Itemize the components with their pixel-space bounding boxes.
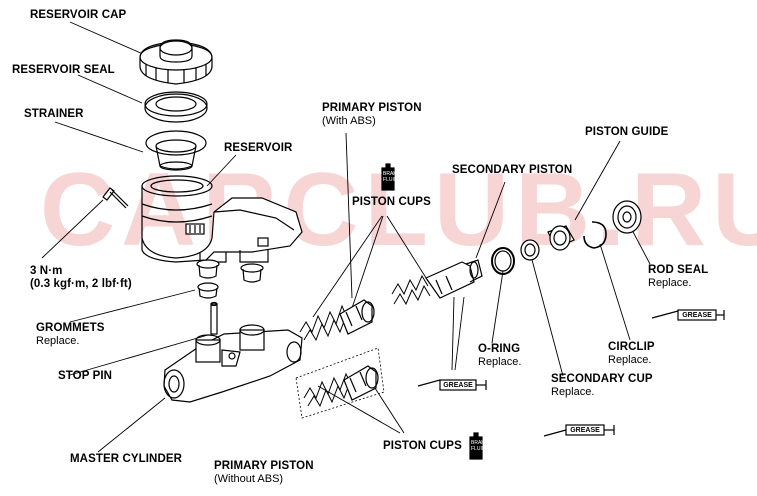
grommets-part	[196, 259, 264, 299]
label-text: MASTER CYLINDER	[70, 453, 183, 465]
strainer-part	[145, 130, 207, 171]
label-stop-pin: STOP PIN	[58, 370, 112, 383]
label-text: STRAINER	[24, 108, 84, 120]
bolt-part	[102, 187, 129, 209]
label-text: RESERVOIR SEAL	[12, 64, 115, 76]
rod-seal-part	[612, 200, 642, 234]
label-text: 3 N·m	[30, 265, 63, 277]
brake-fluid-bottle-1-text: BRAKE FLUID	[383, 171, 400, 183]
label-note: (With ABS)	[322, 115, 376, 127]
grease-tube-1	[417, 379, 487, 391]
label-note: Replace.	[648, 277, 692, 289]
label-text: STOP PIN	[58, 370, 113, 382]
label-grommets: GROMMETS Replace.	[36, 322, 105, 348]
label-text: PISTON CUPS	[383, 440, 462, 452]
label-note: Replace.	[608, 354, 652, 366]
label-reservoir-cap: RESERVOIR CAP	[30, 9, 126, 22]
label-master-cylinder: MASTER CYLINDER	[70, 453, 182, 466]
label-rod-seal: ROD SEAL Replace.	[648, 264, 708, 290]
label-text: SECONDARY PISTON	[452, 164, 573, 176]
label-strainer: STRAINER	[24, 108, 84, 121]
leader-lines	[41, 21, 651, 453]
label-subtext: (0.3 kgf·m, 2 lbf·ft)	[30, 278, 132, 290]
label-text: PRIMARY PISTON	[214, 460, 314, 472]
label-text: PISTON CUPS	[352, 196, 431, 208]
label-text: SECONDARY CUP	[551, 373, 653, 385]
label-reservoir: RESERVOIR	[224, 142, 292, 155]
grease-label-2: GREASE	[682, 312, 712, 319]
label-secondary-cup: SECONDARY CUP Replace.	[551, 373, 653, 399]
bottle-text-line: FLUID	[471, 446, 486, 452]
secondary-cup-part	[520, 239, 540, 261]
brake-fluid-bottle-2	[469, 432, 483, 460]
label-circlip: CIRCLIP Replace.	[608, 341, 655, 367]
label-piston-guide: PISTON GUIDE	[585, 126, 668, 139]
circlip-part	[583, 221, 607, 249]
label-text: CIRCLIP	[608, 341, 655, 353]
o-ring-part	[491, 247, 515, 275]
label-note: (Without ABS)	[214, 473, 284, 485]
grease-tube-3	[543, 424, 615, 437]
stop-pin-part	[210, 301, 218, 335]
label-note: Replace.	[36, 335, 80, 347]
label-reservoir-seal: RESERVOIR SEAL	[12, 64, 115, 77]
label-note: Replace.	[551, 386, 595, 398]
piston-guide-part	[547, 225, 575, 251]
bottle-text-line: BRAKE	[471, 440, 488, 446]
label-o-ring: O-RING Replace.	[478, 343, 521, 369]
label-text: ROD SEAL	[648, 264, 709, 276]
label-text: O-RING	[478, 343, 521, 355]
bottle-text-line: BRAKE	[383, 171, 400, 177]
label-text: RESERVOIR CAP	[30, 9, 127, 21]
primary-piston-noabs-part	[295, 347, 385, 419]
reservoir-seal-part	[144, 91, 208, 123]
primary-piston-abs-part	[299, 299, 375, 342]
label-piston-cups-top: PISTON CUPS	[352, 196, 431, 209]
label-text: PISTON GUIDE	[585, 126, 669, 138]
label-text: GROMMETS	[36, 322, 105, 334]
bottle-text-line: FLUID	[383, 177, 398, 183]
reservoir-part	[141, 175, 303, 263]
label-secondary-piston: SECONDARY PISTON	[452, 164, 572, 177]
grease-tube-2	[651, 309, 725, 321]
master-cylinder-part	[163, 324, 303, 403]
label-text: RESERVOIR	[224, 142, 293, 154]
label-piston-cups-bottom: PISTON CUPS	[383, 440, 462, 453]
brake-fluid-bottle-2-text: BRAKE FLUID	[471, 440, 488, 452]
label-torque: 3 N·m (0.3 kgf·m, 2 lbf·ft)	[30, 265, 132, 291]
grease-label-1: GREASE	[443, 382, 473, 389]
secondary-piston-part	[391, 259, 483, 306]
label-primary-piston-noabs: PRIMARY PISTON (Without ABS)	[214, 460, 314, 486]
label-note: Replace.	[478, 356, 522, 368]
label-primary-piston-abs: PRIMARY PISTON (With ABS)	[322, 102, 422, 128]
label-text: PRIMARY PISTON	[322, 102, 422, 114]
grease-label-3: GREASE	[570, 427, 600, 434]
brake-fluid-bottle-1	[381, 163, 395, 191]
reservoir-cap-part	[139, 39, 213, 85]
